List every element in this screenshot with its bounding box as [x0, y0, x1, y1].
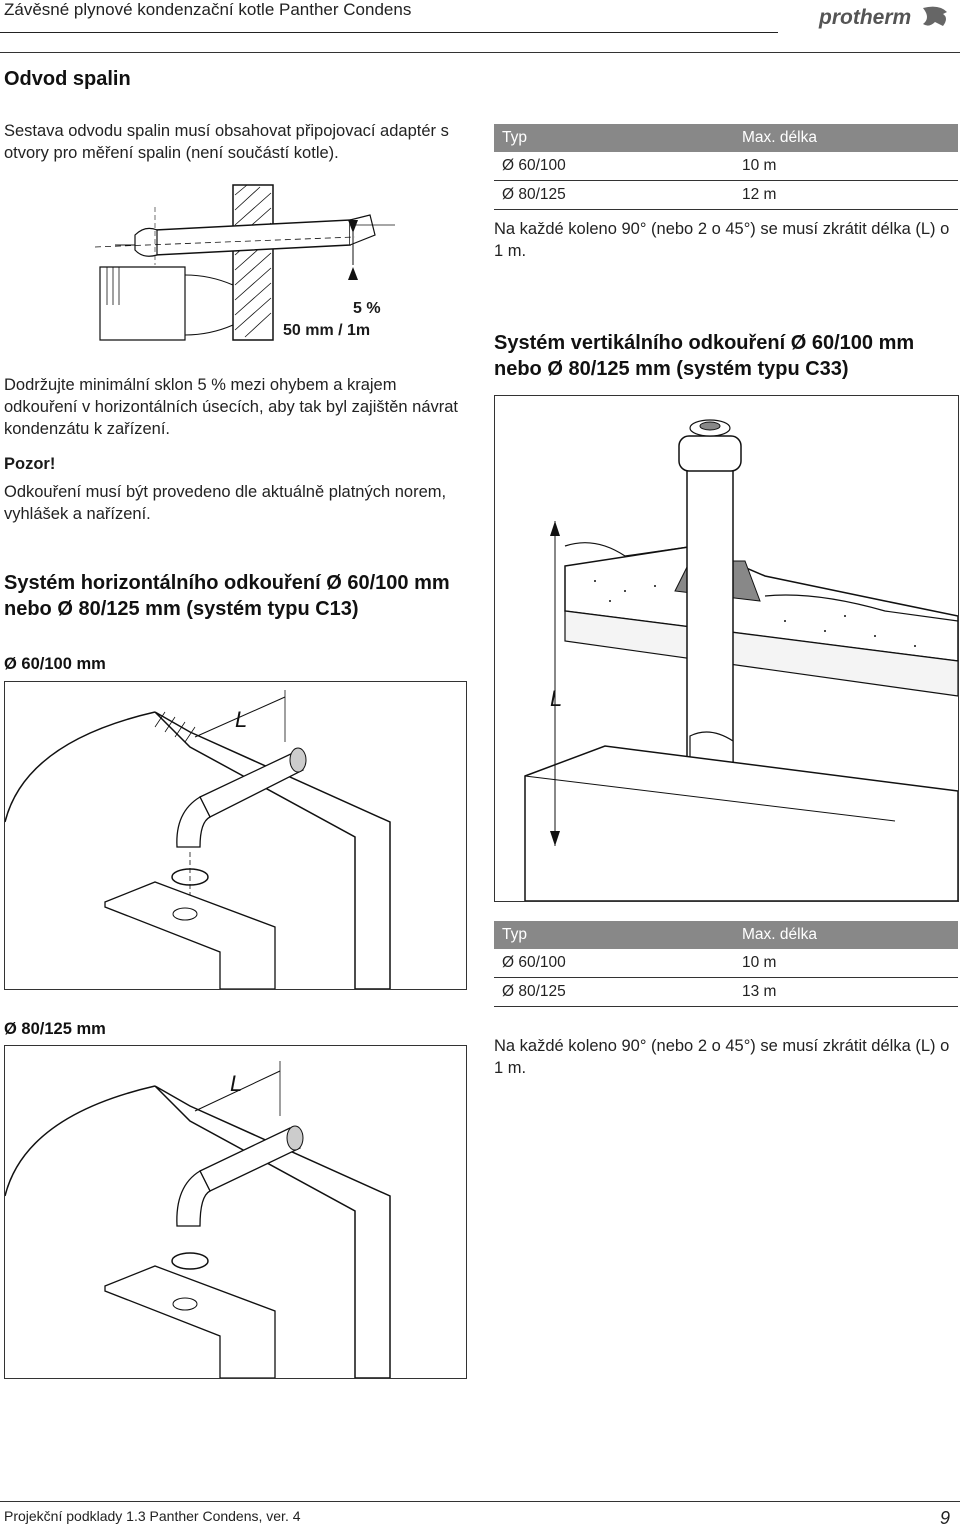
warning-text: Odkouření musí být provedeno dle aktuáln…: [4, 483, 447, 523]
vertical-system-figure: L: [494, 395, 959, 902]
table-row: Ø 80/125 13 m: [494, 977, 958, 1007]
header-rule: [0, 32, 778, 33]
spec-table-bottom: Typ Max. délka Ø 60/100 10 m Ø 80/125 13…: [494, 921, 958, 1007]
top-rule: [0, 52, 960, 53]
table-row: Ø 60/100 10 m: [494, 949, 958, 978]
vertical-system-title: Systém vertikálního odkouření Ø 60/100 m…: [494, 332, 915, 380]
footer-rule: [0, 1501, 960, 1502]
table-cell-type: Ø 80/125: [494, 977, 734, 1007]
table-row: Ø 60/100 10 m: [494, 152, 958, 181]
table-header-type: Typ: [494, 124, 734, 152]
vertical-L-label: L: [550, 686, 562, 711]
table-header-length: Max. délka: [734, 921, 958, 949]
table-row: Ø 80/125 12 m: [494, 180, 958, 210]
horizontal-80-L-label: L: [230, 1071, 242, 1096]
slope-instruction: Dodržujte minimální sklon 5 % mezi ohybe…: [4, 376, 458, 438]
table-cell-length: 10 m: [734, 949, 958, 978]
warning-title: Pozor!: [4, 455, 56, 473]
table-cell-type: Ø 60/100: [494, 949, 734, 978]
horizontal-60-L-label: L: [235, 707, 247, 732]
protherm-logo: protherm: [818, 6, 947, 29]
section-title: Odvod spalin: [4, 68, 131, 90]
horizontal-system-title: Systém horizontálního odkouření Ø 60/100…: [4, 572, 450, 620]
intro-text: Sestava odvodu spalin musí obsahovat při…: [4, 122, 449, 162]
horizontal-60-figure: L: [4, 681, 467, 990]
table-cell-type: Ø 80/125: [494, 180, 734, 210]
footer-text: Projekční podklady 1.3 Panther Condens, …: [4, 1508, 301, 1524]
label-60-100: Ø 60/100 mm: [4, 655, 106, 673]
spec-table-top: Typ Max. délka Ø 60/100 10 m Ø 80/125 12…: [494, 124, 958, 210]
slope-figure: [95, 184, 395, 341]
horizontal-80-figure: L: [4, 1045, 467, 1379]
table-cell-length: 10 m: [734, 152, 958, 181]
table-header-type: Typ: [494, 921, 734, 949]
document-header-title: Závěsné plynové kondenzační kotle Panthe…: [4, 0, 412, 19]
slope-ratio: 50 mm / 1m: [283, 322, 371, 339]
logo-text: protherm: [818, 6, 911, 29]
label-80-125: Ø 80/125 mm: [4, 1020, 106, 1038]
table-cell-length: 12 m: [734, 180, 958, 210]
slope-percent: 5 %: [353, 300, 381, 317]
table-cell-type: Ø 60/100: [494, 152, 734, 181]
table-top-note: Na každé koleno 90° (nebo 2 o 45°) se mu…: [494, 220, 950, 260]
table-bottom-note: Na každé koleno 90° (nebo 2 o 45°) se mu…: [494, 1037, 950, 1077]
page-number: 9: [940, 1508, 951, 1528]
table-cell-length: 13 m: [734, 977, 958, 1007]
table-header-length: Max. délka: [734, 124, 958, 152]
